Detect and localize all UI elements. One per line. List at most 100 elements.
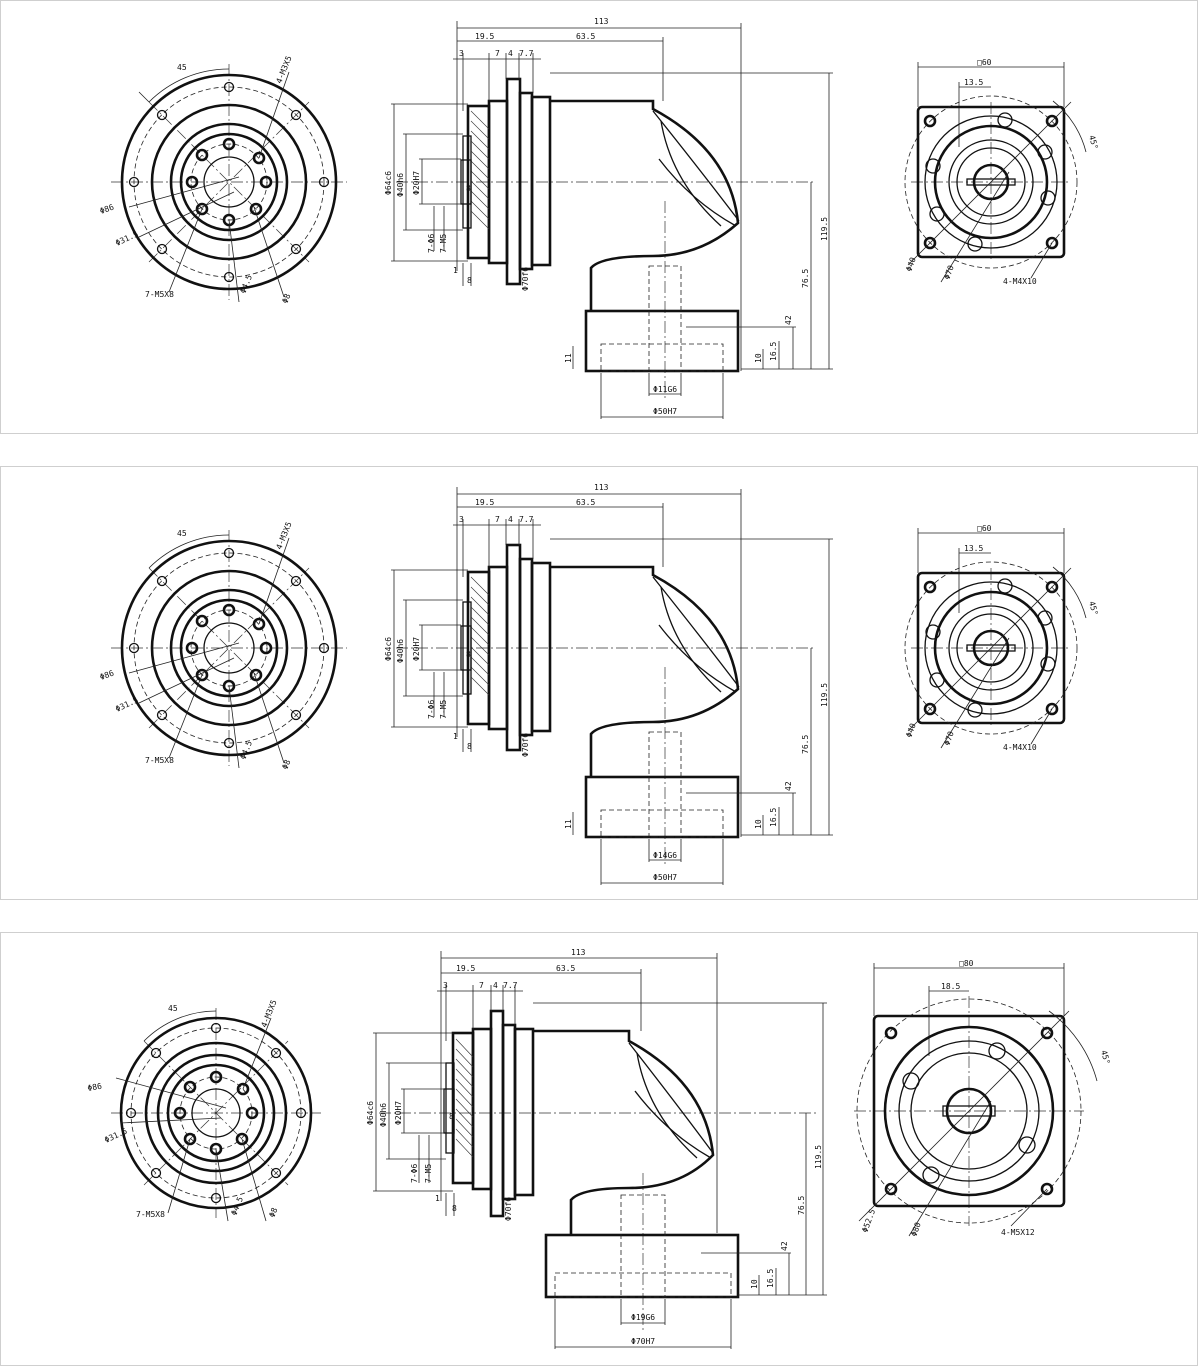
outer-diameter-label: Φ86: [99, 668, 116, 681]
height-42: 42: [784, 315, 793, 325]
input-diameter: Φ20H7: [412, 637, 421, 661]
input-diameter: Φ20H7: [412, 171, 421, 195]
end-thread: 4-M4X10: [1003, 277, 1037, 286]
end-diameter-a: Φ40: [904, 256, 917, 273]
seg-4: 4: [493, 981, 498, 990]
outer-diameter-label: Φ86: [99, 202, 116, 215]
end-diameter-b: Φ70: [942, 264, 955, 281]
overall-length: 113: [594, 483, 609, 492]
end-angle: 45°: [1087, 134, 1099, 150]
end-offset: 18.5: [941, 982, 960, 991]
flange-diameter: Φ70f6: [521, 733, 530, 757]
hole-6: 7-Φ6: [427, 234, 436, 253]
seg-4: 4: [508, 515, 513, 524]
thread-m5: 7-M5: [424, 1164, 433, 1183]
hole-6: 7-Φ6: [427, 700, 436, 719]
drawing-panel-1: 45 4-M3X5 Φ86 Φ31.5 7-M5X8 Φ4.5 Φ8: [0, 0, 1198, 434]
outer-diameter-label: Φ86: [87, 1082, 103, 1093]
end-diameter-b: Φ80: [909, 1221, 922, 1238]
end-diameter-a: Φ52.5: [860, 1208, 877, 1234]
shaft-diameter: Φ14G6: [653, 851, 677, 860]
seg-7: 7: [495, 515, 500, 524]
end-diameter-b: Φ70: [942, 730, 955, 747]
seg-7-7: 7.7: [519, 515, 534, 524]
dim-8: 8: [467, 742, 472, 751]
key-8: 8: [449, 1112, 454, 1121]
end-view-1: □60 13.5 45° Φ40 Φ70 4-M4X10: [904, 58, 1099, 286]
end-angle: 45°: [1099, 1049, 1111, 1065]
end-square: □60: [977, 524, 992, 533]
height-16-5: 16.5: [769, 808, 778, 827]
height-10: 10: [750, 1279, 759, 1289]
pilot-diameter: Φ64c6: [384, 637, 393, 661]
thread-top-label: 4-M3X5: [260, 998, 279, 1028]
angle-label: 45: [177, 529, 187, 538]
height-42: 42: [780, 1241, 789, 1251]
end-view-2: □60 13.5 45° Φ40 Φ70 4-M4X10: [904, 524, 1099, 752]
flange-length: 19.5: [475, 32, 494, 41]
dim-1: 1: [453, 266, 458, 275]
end-square: □60: [977, 58, 992, 67]
end-thread: 4-M4X10: [1003, 743, 1037, 752]
overall-length: 113: [594, 17, 609, 26]
dim-8: 8: [452, 1204, 457, 1213]
small-diameter-label: Φ8: [281, 292, 293, 304]
front-view-2: 45 4-M3X5 Φ86 Φ31.5 7-M5X8 Φ4.5 Φ8: [99, 520, 347, 771]
bolt-label: 7-M5X8: [136, 1210, 165, 1219]
dim-8: 8: [467, 276, 472, 285]
output-diameter: Φ40h6: [396, 173, 405, 197]
base-diameter: Φ50H7: [653, 407, 677, 416]
height-total: 119.5: [820, 683, 829, 707]
drawing-2: 45 4-M3X5 Φ86 Φ31.5 7-M5X8 Φ4.5 Φ8: [99, 483, 1100, 885]
drawing-1: 45 4-M3X5 Φ86 Φ31.5 7-M5X8 Φ4.5 Φ8: [99, 17, 1100, 419]
shaft-diameter: Φ11G6: [653, 385, 677, 394]
height-16-5: 16.5: [769, 342, 778, 361]
body-length: 63.5: [576, 32, 595, 41]
seg-7-7: 7.7: [503, 981, 518, 990]
end-offset: 13.5: [964, 78, 983, 87]
pcd-label: Φ31.5: [114, 229, 140, 247]
end-angle: 45°: [1087, 600, 1099, 616]
key-8: 8: [466, 650, 471, 659]
small-diameter-label: Φ8: [268, 1206, 280, 1218]
output-diameter: Φ40h6: [396, 639, 405, 663]
flange-diameter: Φ70f6: [504, 1197, 513, 1221]
flange-diameter: Φ70f6: [521, 267, 530, 291]
side-view-3: 113 19.5 63.5 3 7 4 7.7 Φ64c6 Φ40h6 Φ20H…: [366, 948, 827, 1349]
end-view-3: □80 18.5 45° Φ52.5 Φ80 4-M5X12: [854, 959, 1112, 1238]
front-view-1: 45 4-M3X5 Φ86 Φ31.5 7-M5X8 Φ4.5 Φ8: [99, 54, 347, 305]
height-mid: 76.5: [797, 1196, 806, 1215]
shaft-diameter: Φ19G6: [631, 1313, 655, 1322]
key-8: 8: [466, 184, 471, 193]
angle-label: 45: [168, 1004, 178, 1013]
height-mid: 76.5: [801, 269, 810, 288]
pcd-label: Φ31.5: [114, 695, 140, 713]
drawing-3: 45 4-M3X5 Φ86 Φ31.5 7-M5X8 Φ4.5 Φ8: [87, 948, 1112, 1349]
hole-6: 7-Φ6: [410, 1164, 419, 1183]
base-diameter: Φ50H7: [653, 873, 677, 882]
seg-3: 3: [459, 49, 464, 58]
overall-length: 113: [571, 948, 586, 957]
end-offset: 13.5: [964, 544, 983, 553]
end-thread: 4-M5X12: [1001, 1228, 1035, 1237]
seg-7-7: 7.7: [519, 49, 534, 58]
hole-label: Φ4.5: [230, 1195, 246, 1216]
height-42: 42: [784, 781, 793, 791]
seg-3: 3: [459, 515, 464, 524]
height-10: 10: [754, 353, 763, 363]
drawing-panel-3: 45 4-M3X5 Φ86 Φ31.5 7-M5X8 Φ4.5 Φ8: [0, 932, 1198, 1366]
small-diameter-label: Φ8: [281, 758, 293, 770]
dim-1: 1: [453, 732, 458, 741]
pilot-diameter: Φ64c6: [366, 1101, 375, 1125]
thread-m5: 7-M5: [439, 700, 448, 719]
seg-3: 3: [443, 981, 448, 990]
height-11: 11: [564, 353, 573, 363]
height-mid: 76.5: [801, 735, 810, 754]
seg-4: 4: [508, 49, 513, 58]
side-view-2: 113 19.5 63.5 3 7 4 7.7 Φ64c6 Φ40h6 Φ20H…: [384, 483, 833, 885]
angle-label: 45: [177, 63, 187, 72]
side-view-1: 113 19.5 63.5 3 7 4 7.7 Φ64c6 Φ40h6 Φ20H…: [384, 17, 833, 419]
body-length: 63.5: [556, 964, 575, 973]
output-diameter: Φ40h6: [379, 1103, 388, 1127]
flange-length: 19.5: [475, 498, 494, 507]
